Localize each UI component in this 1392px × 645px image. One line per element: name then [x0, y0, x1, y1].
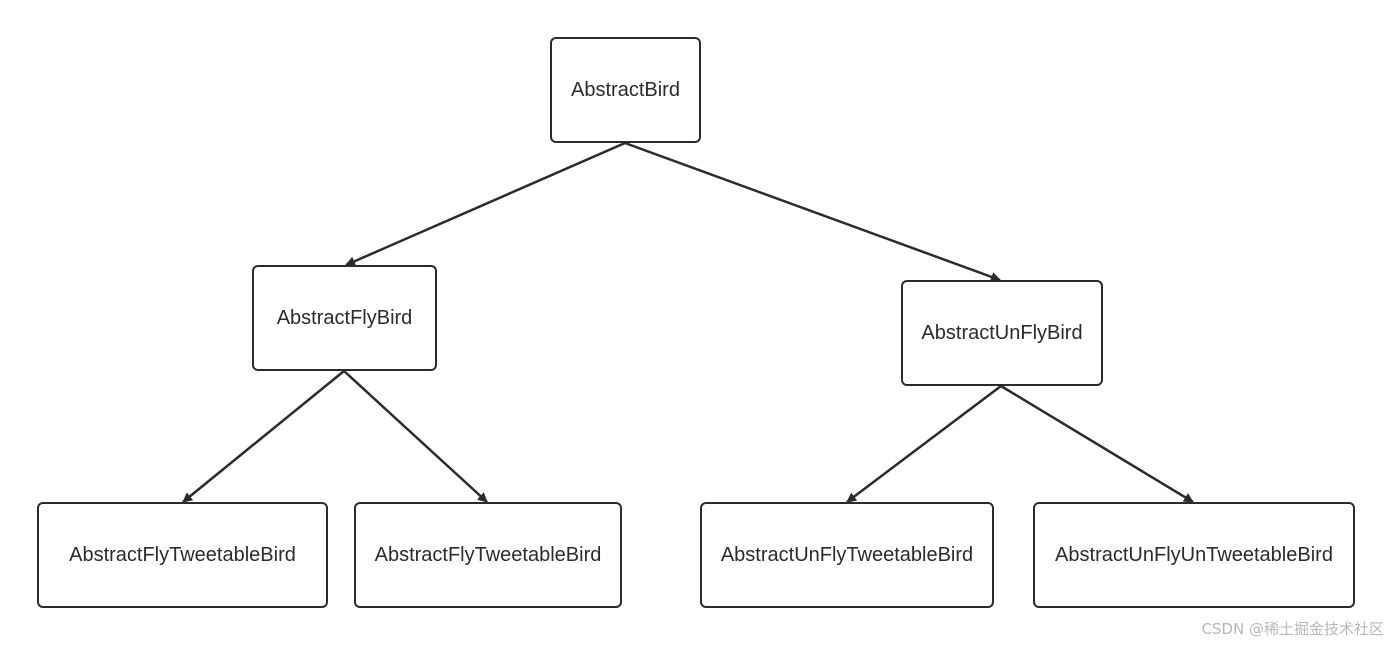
- node-abstract-fly-tweetable-bird-1: AbstractFlyTweetableBird: [37, 502, 328, 608]
- node-abstract-fly-tweetable-bird-2: AbstractFlyTweetableBird: [354, 502, 622, 608]
- watermark: CSDN @稀土掘金技术社区: [1201, 620, 1384, 638]
- node-abstract-unfly-tweetable-bird: AbstractUnFlyTweetableBird: [700, 502, 994, 608]
- node-label: AbstractUnFlyUnTweetableBird: [1055, 543, 1333, 566]
- node-label: AbstractFlyTweetableBird: [69, 543, 296, 566]
- node-label: AbstractBird: [571, 78, 680, 101]
- node-abstract-fly-bird: AbstractFlyBird: [252, 265, 437, 371]
- node-abstract-unfly-bird: AbstractUnFlyBird: [901, 280, 1103, 386]
- edge-abstract-fly-bird-to-abstract-fly-tweetable-bird-2: [343, 370, 488, 503]
- edge-abstract-unfly-bird-to-abstract-unfly-tweetable-bird: [846, 385, 1002, 503]
- edge-abstract-unfly-bird-to-abstract-unfly-untweetable-bird: [1000, 384, 1194, 504]
- edge-abstract-bird-to-abstract-fly-bird: [345, 141, 626, 267]
- node-label: AbstractUnFlyBird: [921, 321, 1083, 344]
- node-abstract-unfly-untweetable-bird: AbstractUnFlyUnTweetableBird: [1033, 502, 1355, 608]
- node-label: AbstractFlyTweetableBird: [374, 543, 602, 566]
- node-abstract-bird: AbstractBird: [550, 37, 701, 143]
- node-label: AbstractUnFlyTweetableBird: [720, 543, 974, 566]
- edge-abstract-fly-bird-to-abstract-fly-tweetable-bird-1: [182, 370, 345, 503]
- node-label: AbstractFlyBird: [276, 306, 413, 329]
- edge-abstract-bird-to-abstract-unfly-bird: [624, 141, 1001, 282]
